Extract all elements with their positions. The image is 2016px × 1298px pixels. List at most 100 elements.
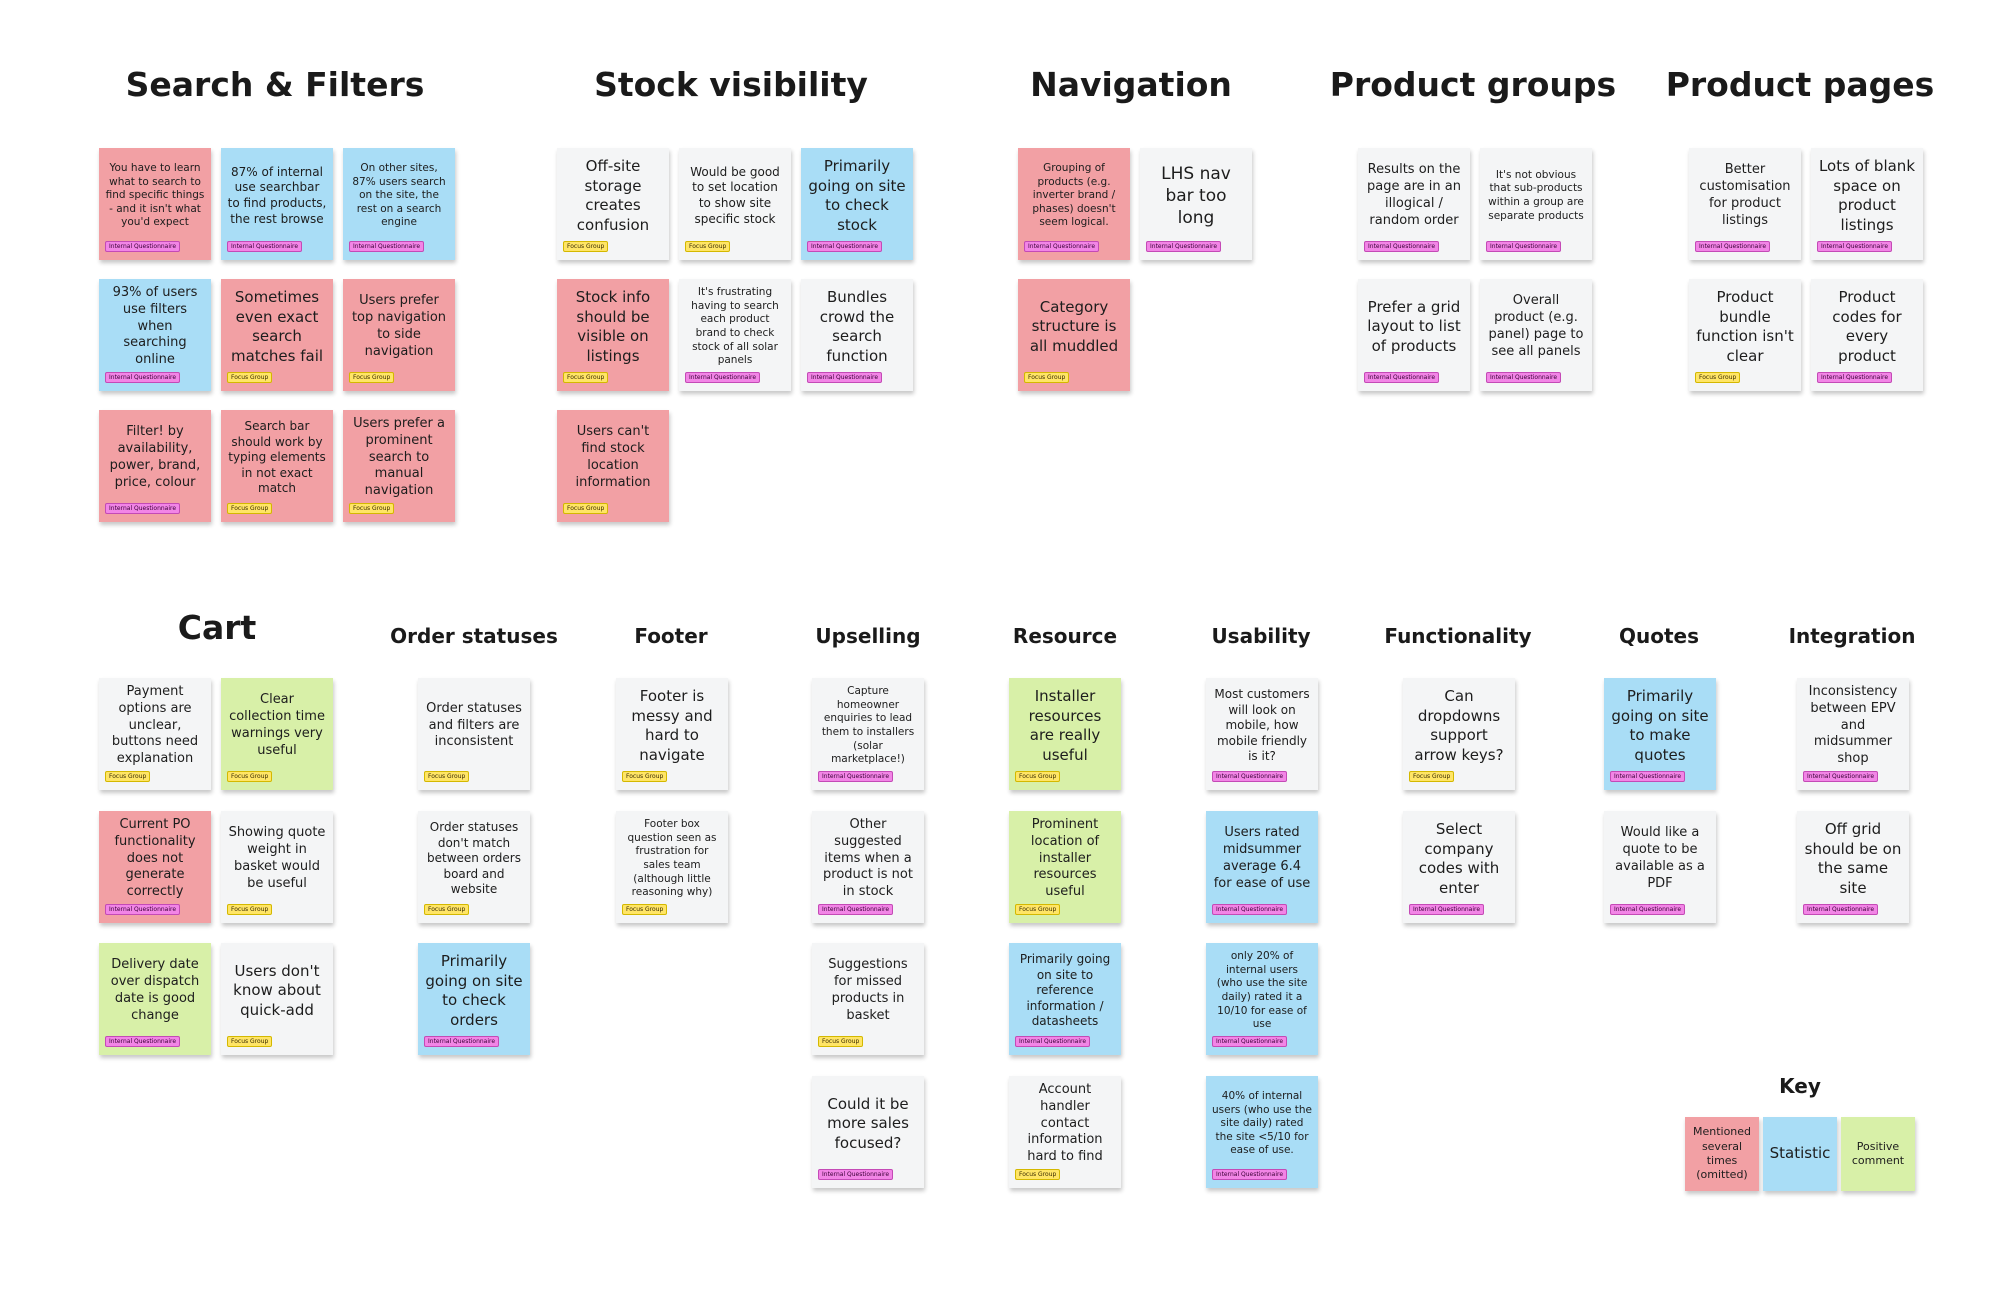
sticky-note-text: Stock info should be visible on listings: [575, 288, 651, 365]
sticky-note[interactable]: Most customers will look on mobile, how …: [1206, 678, 1318, 790]
sticky-note[interactable]: only 20% of internal users (who use the …: [1206, 943, 1318, 1055]
sticky-note[interactable]: Would like a quote to be available as a …: [1604, 811, 1716, 923]
sticky-note[interactable]: Footer box question seen as frustration …: [616, 811, 728, 923]
sticky-note[interactable]: Prefer a grid layout to list of products…: [1358, 279, 1470, 391]
sticky-note[interactable]: Inconsistency between EPV and midsummer …: [1797, 678, 1909, 790]
source-tag: Focus Group: [349, 372, 395, 383]
sticky-note-text: Installer resources are really useful: [1028, 687, 1102, 764]
sticky-note-text: Search bar should work by typing element…: [228, 419, 326, 496]
sticky-note-text: Filter! by availability, power, brand, p…: [109, 424, 201, 490]
sticky-note-text: Users prefer a prominent search to manua…: [353, 416, 445, 499]
sticky-note-text: Clear collection time warnings very usef…: [229, 692, 325, 758]
source-tag: Internal Questionnaire: [1212, 904, 1288, 915]
sticky-note[interactable]: Users rated midsummer average 6.4 for ea…: [1206, 811, 1318, 923]
sticky-note[interactable]: Would be good to set location to show si…: [679, 148, 791, 260]
source-tag: Internal Questionnaire: [818, 771, 894, 782]
sticky-note[interactable]: Delivery date over dispatch date is good…: [99, 943, 211, 1055]
sticky-note-text: Users prefer top navigation to side navi…: [351, 293, 447, 359]
sticky-note[interactable]: 87% of internal use searchbar to find pr…: [221, 148, 333, 260]
source-tag: Internal Questionnaire: [1024, 241, 1100, 252]
sticky-note[interactable]: It's frustrating having to search each p…: [679, 279, 791, 391]
sticky-note[interactable]: Other suggested items when a product is …: [812, 811, 924, 923]
source-tag: Focus Group: [563, 372, 609, 383]
source-tag: Internal Questionnaire: [1817, 241, 1893, 252]
source-tag: Focus Group: [424, 904, 470, 915]
sticky-note-text: Capture homeowner enquiries to lead them…: [821, 685, 915, 766]
sticky-note-text: Current PO functionality does not genera…: [114, 817, 196, 900]
sticky-note[interactable]: Suggestions for missed products in baske…: [812, 943, 924, 1055]
source-tag: Focus Group: [622, 904, 668, 915]
sticky-note[interactable]: Clear collection time warnings very usef…: [221, 678, 333, 790]
source-tag: Internal Questionnaire: [1610, 771, 1686, 782]
sticky-note[interactable]: Payment options are unclear, buttons nee…: [99, 678, 211, 790]
sticky-note-text: Suggestions for missed products in baske…: [828, 957, 908, 1023]
sticky-note[interactable]: Could it be more sales focused?Internal …: [812, 1076, 924, 1188]
sticky-note[interactable]: 40% of internal users (who use the site …: [1206, 1076, 1318, 1188]
sticky-note-text: Footer box question seen as frustration …: [627, 818, 717, 899]
sticky-note[interactable]: Capture homeowner enquiries to lead them…: [812, 678, 924, 790]
sticky-note-text: On other sites, 87% users search on the …: [352, 161, 446, 229]
source-tag: Focus Group: [424, 771, 470, 782]
source-tag: Focus Group: [1015, 771, 1061, 782]
sticky-note[interactable]: Primarily going on site to reference inf…: [1009, 943, 1121, 1055]
sticky-note[interactable]: Better customisation for product listing…: [1689, 148, 1801, 260]
sticky-note[interactable]: Grouping of products (e.g. inverter bran…: [1018, 148, 1130, 260]
section-heading-functionality: Functionality: [1384, 624, 1532, 648]
sticky-note[interactable]: Stock info should be visible on listings…: [557, 279, 669, 391]
source-tag: Internal Questionnaire: [818, 1169, 894, 1180]
sticky-note-text: Primarily going on site to check stock: [808, 157, 906, 234]
source-tag: Focus Group: [349, 503, 395, 514]
sticky-note[interactable]: On other sites, 87% users search on the …: [343, 148, 455, 260]
sticky-note[interactable]: You have to learn what to search to find…: [99, 148, 211, 260]
source-tag: Internal Questionnaire: [807, 372, 883, 383]
sticky-note[interactable]: Filter! by availability, power, brand, p…: [99, 410, 211, 522]
sticky-note[interactable]: Prominent location of installer resource…: [1009, 811, 1121, 923]
sticky-note[interactable]: Results on the page are in an illogical …: [1358, 148, 1470, 260]
sticky-note-text: Off-site storage creates confusion: [576, 157, 650, 234]
key-item-green: Positive comment: [1841, 1117, 1915, 1191]
sticky-note[interactable]: Users can't find stock location informat…: [557, 410, 669, 522]
source-tag: Internal Questionnaire: [1610, 904, 1686, 915]
source-tag: Focus Group: [227, 771, 273, 782]
sticky-note[interactable]: 93% of users use filters when searching …: [99, 279, 211, 391]
sticky-note-text: Other suggested items when a product is …: [823, 817, 913, 900]
sticky-note-text: Better customisation for product listing…: [1699, 162, 1791, 228]
source-tag: Focus Group: [227, 372, 273, 383]
sticky-note-text: Prefer a grid layout to list of products: [1367, 297, 1461, 355]
sticky-note[interactable]: Showing quote weight in basket would be …: [221, 811, 333, 923]
section-heading-footer: Footer: [634, 624, 708, 648]
sticky-note[interactable]: Can dropdowns support arrow keys?Focus G…: [1403, 678, 1515, 790]
sticky-note[interactable]: Order statuses and filters are inconsist…: [418, 678, 530, 790]
section-heading-stock-visibility: Stock visibility: [594, 65, 868, 104]
source-tag: Focus Group: [1409, 771, 1455, 782]
section-heading-cart: Cart: [177, 608, 257, 647]
source-tag: Internal Questionnaire: [1803, 771, 1879, 782]
sticky-note[interactable]: Users prefer a prominent search to manua…: [343, 410, 455, 522]
sticky-note[interactable]: Current PO functionality does not genera…: [99, 811, 211, 923]
sticky-note[interactable]: It's not obvious that sub-products withi…: [1480, 148, 1592, 260]
sticky-note[interactable]: Users prefer top navigation to side navi…: [343, 279, 455, 391]
source-tag: Focus Group: [105, 771, 151, 782]
sticky-note[interactable]: Sometimes even exact search matches fail…: [221, 279, 333, 391]
sticky-note-text: Would like a quote to be available as a …: [1615, 825, 1705, 891]
sticky-note[interactable]: Overall product (e.g. panel) page to see…: [1480, 279, 1592, 391]
sticky-note-text: 93% of users use filters when searching …: [112, 285, 198, 368]
sticky-note[interactable]: Account handler contact information hard…: [1009, 1076, 1121, 1188]
sticky-note[interactable]: Order statuses don't match between order…: [418, 811, 530, 923]
sticky-note[interactable]: Search bar should work by typing element…: [221, 410, 333, 522]
